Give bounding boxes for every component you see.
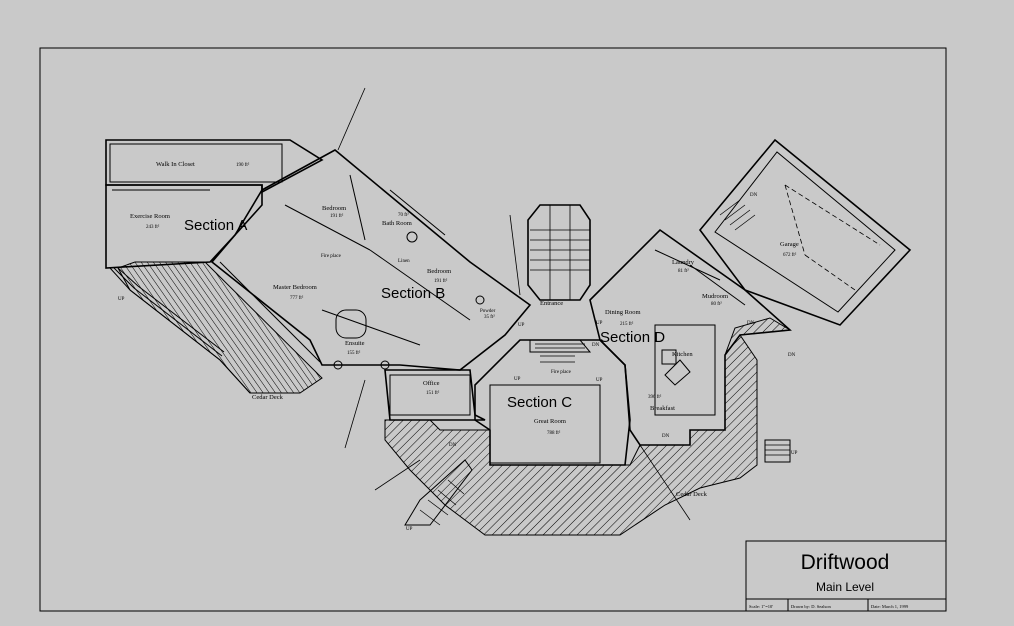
room-label: Exercise Room bbox=[130, 213, 170, 220]
room-label: Powder bbox=[480, 309, 496, 314]
room-label: Bedroom bbox=[427, 268, 451, 275]
svg-text:DN: DN bbox=[449, 443, 457, 448]
tub-outline bbox=[335, 309, 367, 339]
room-area: 81 ft² bbox=[678, 268, 689, 274]
title-block: Driftwood Main Level Scale: 1"=10' Drawn… bbox=[745, 540, 947, 612]
room-area: 151 ft² bbox=[426, 390, 440, 396]
scale-note: Scale: 1"=10' bbox=[749, 604, 773, 609]
toilet-icon bbox=[406, 231, 418, 243]
kitchen-range-icon bbox=[661, 349, 677, 365]
room-area: 35 ft² bbox=[484, 314, 495, 320]
building-walls bbox=[105, 138, 912, 526]
room-area: 70 ft² bbox=[398, 212, 409, 218]
room-label: Breakfast bbox=[650, 405, 675, 412]
section-a-label: Section A bbox=[184, 217, 247, 234]
room-label: Entrance bbox=[540, 300, 563, 307]
room-area: 80 ft² bbox=[711, 301, 722, 307]
deck-label: Cedar Deck bbox=[252, 394, 284, 401]
room-area: 191 ft² bbox=[434, 278, 448, 284]
svg-text:DN: DN bbox=[750, 193, 758, 198]
room-label: Office bbox=[423, 380, 440, 387]
svg-text:UP: UP bbox=[791, 451, 798, 456]
room-label: Bath Room bbox=[382, 220, 412, 227]
room-label: Master Bedroom bbox=[273, 284, 317, 291]
fireplace-label: Fire place bbox=[551, 370, 572, 375]
room-area: 788 ft² bbox=[547, 430, 561, 436]
room-label: Garage bbox=[780, 241, 799, 248]
svg-text:DN: DN bbox=[592, 343, 600, 348]
svg-text:DN: DN bbox=[747, 321, 755, 326]
section-d-label: Section D bbox=[600, 329, 665, 346]
drawn-by-note: Drawn by: D. Sealson bbox=[791, 604, 831, 609]
section-cut-lines bbox=[337, 87, 691, 521]
room-label: Kitchen bbox=[672, 351, 693, 358]
room-area: 777 ft² bbox=[290, 295, 304, 301]
room-area: 215 ft² bbox=[620, 321, 634, 327]
room-label: Dining Room bbox=[605, 309, 641, 316]
room-label: Great Room bbox=[534, 418, 566, 425]
svg-text:UP: UP bbox=[118, 297, 125, 302]
room-label: Ensuite bbox=[345, 340, 365, 347]
room-label: Walk In Closet bbox=[156, 161, 195, 168]
stair-direction-labels: UP UP UP UP UP UP UP DN DN DN DN DN DN bbox=[118, 193, 798, 532]
room-area: 672 ft² bbox=[783, 252, 797, 258]
date-note: Date: March 1, 1999 bbox=[871, 604, 909, 610]
deck-label: Cedar Deck bbox=[676, 491, 708, 498]
room-area: 155 ft² bbox=[347, 350, 361, 356]
room-label: Linen bbox=[398, 259, 410, 264]
room-area: 243 ft² bbox=[146, 224, 160, 230]
svg-text:DN: DN bbox=[662, 434, 670, 439]
powder-toilet-icon bbox=[475, 295, 485, 305]
room-label: Laundry bbox=[672, 259, 695, 266]
room-label: Bedroom bbox=[322, 205, 346, 212]
svg-text:DN: DN bbox=[788, 353, 796, 358]
svg-text:UP: UP bbox=[518, 323, 525, 328]
room-area: 190 ft² bbox=[236, 162, 250, 168]
sink-icon bbox=[333, 360, 343, 370]
svg-text:UP: UP bbox=[406, 527, 413, 532]
left-deck-stair-edge bbox=[109, 267, 251, 394]
section-b-label: Section B bbox=[381, 285, 445, 302]
room-area: 191 ft² bbox=[330, 213, 344, 219]
svg-text:UP: UP bbox=[596, 321, 603, 326]
fireplace-label: Fire place bbox=[321, 254, 342, 259]
project-title: Driftwood bbox=[801, 551, 890, 574]
room-area: 396 ft² bbox=[648, 394, 662, 400]
room-label: Mudroom bbox=[702, 293, 728, 300]
svg-text:UP: UP bbox=[596, 378, 603, 383]
level-subtitle: Main Level bbox=[816, 580, 874, 594]
svg-text:UP: UP bbox=[514, 377, 521, 382]
sink-icon-2 bbox=[380, 360, 390, 370]
section-c-label: Section C bbox=[507, 394, 572, 411]
